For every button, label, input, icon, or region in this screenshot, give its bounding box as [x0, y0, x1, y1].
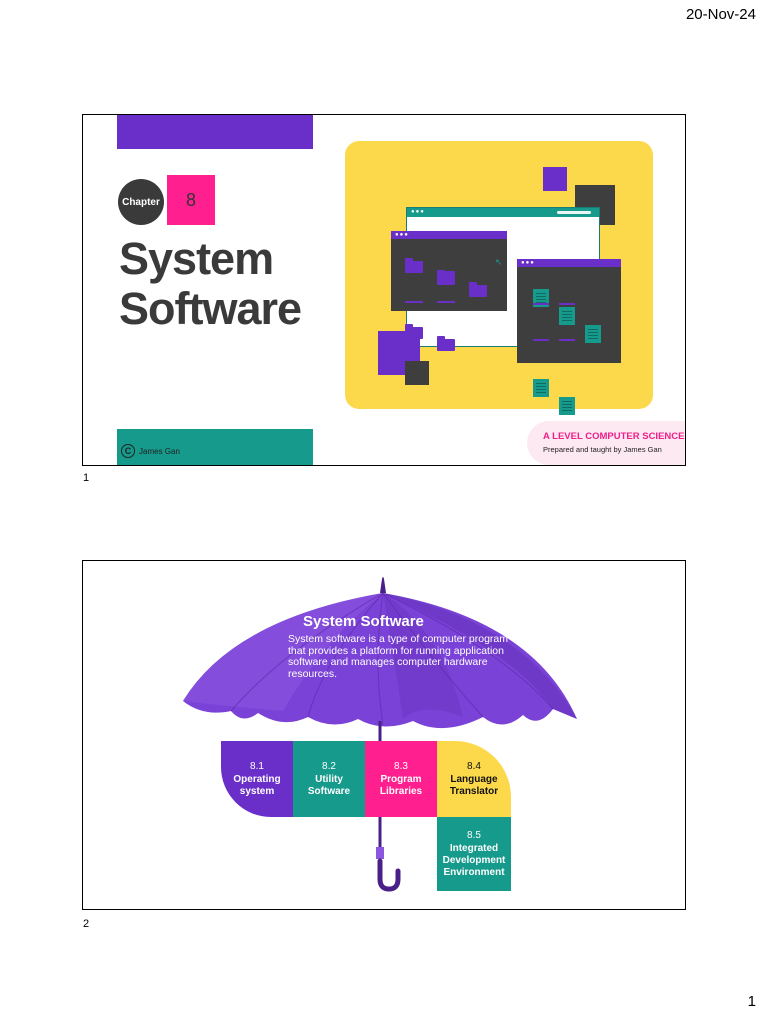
author-name: James Gan: [139, 446, 180, 456]
chapter-number: 8: [167, 175, 215, 225]
folder-icon: [405, 258, 423, 273]
slide-title: System Software: [303, 613, 424, 630]
slide-title-line1: System: [119, 233, 274, 284]
document-icon: [533, 379, 549, 397]
folder-window-icon: ●●●: [391, 231, 507, 351]
cursor-icon: ↖: [495, 257, 503, 267]
slide-2-thumbnail: System Software System software is a typ…: [82, 560, 686, 910]
document-window-icon: ●●●: [517, 259, 621, 415]
print-date: 20-Nov-24: [685, 6, 756, 23]
slide-description: System software is a type of computer pr…: [288, 633, 509, 680]
slide-number-1: 1: [83, 472, 90, 484]
topic-card-ide: 8.5 Integrated Development Environment: [437, 817, 511, 891]
author-credit: C James Gan: [121, 444, 180, 458]
document-icon: [585, 325, 601, 343]
decor-square-dark-small: [405, 361, 429, 385]
slide-1-thumbnail: Chapter 8 System Software C James Gan ●●…: [82, 114, 686, 466]
document-icon: [533, 289, 549, 307]
document-icon: [559, 397, 575, 415]
slide-number-2: 2: [83, 918, 90, 930]
folder-icon: [437, 336, 455, 351]
umbrella-icon: [183, 577, 577, 892]
page-number: 1: [747, 993, 756, 1010]
prepared-by: Prepared and taught by James Gan: [543, 445, 662, 454]
course-title: A LEVEL COMPUTER SCIENCE: [543, 431, 685, 442]
author-bar: C James Gan: [117, 429, 313, 465]
folder-icon: [469, 282, 487, 297]
decor-square-purple-small: [543, 167, 567, 191]
topic-card-program-libraries: 8.3 Program Libraries: [365, 741, 437, 817]
top-color-bar: [117, 115, 313, 149]
copyright-icon: C: [121, 444, 135, 458]
chapter-label: Chapter: [118, 179, 164, 225]
topic-card-utility-software: 8.2 Utility Software: [293, 741, 365, 817]
folder-icon: [437, 270, 455, 285]
document-icon: [559, 307, 575, 325]
course-badge: [527, 421, 685, 465]
slide-title-line2: Software: [119, 283, 302, 334]
